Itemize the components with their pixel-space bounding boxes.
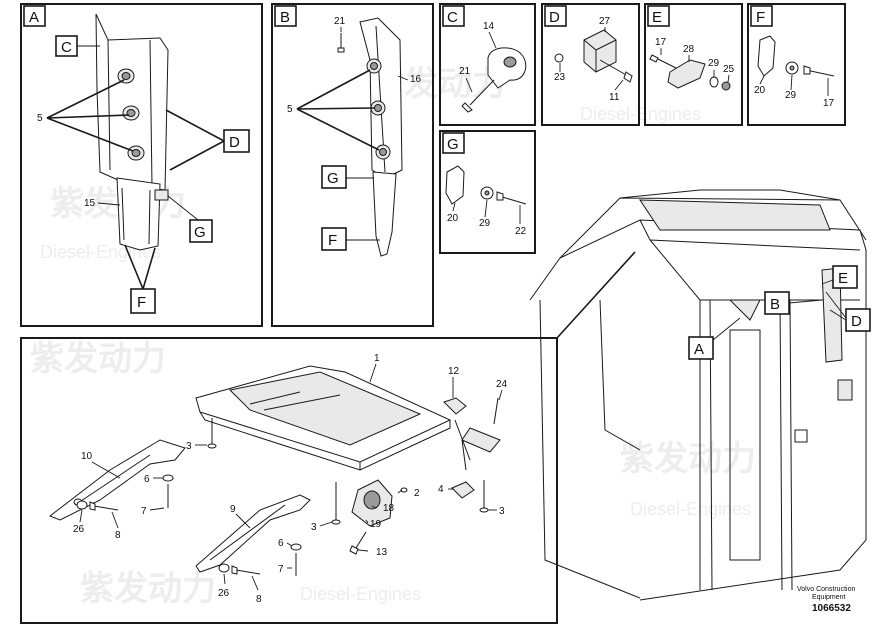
callout-label: 23 <box>554 72 566 83</box>
watermark-en: Diesel-Engines <box>300 584 421 604</box>
panel-b-label: B <box>280 9 290 26</box>
watermark-cn: 紫发动力 <box>80 570 216 608</box>
callout-label: 10 <box>81 451 93 462</box>
callout-label: 27 <box>599 16 611 27</box>
callout-label: F <box>137 294 146 311</box>
callout-label: 8 <box>115 530 121 541</box>
footer-brand-2: Equipment <box>812 594 846 601</box>
cab-callout-b: B <box>770 296 780 313</box>
roof-detail: 1 12 24 3 10 6 7 26 8 9 2 18 4 19 13 3 6… <box>20 337 558 624</box>
drawing-number: 1066532 <box>812 603 851 614</box>
panel-d-label: D <box>549 9 560 26</box>
callout-label: 25 <box>723 64 735 75</box>
trim-10 <box>48 439 186 521</box>
cab-frame: A B E D <box>529 189 871 601</box>
clip-20-f <box>757 35 776 77</box>
callout-label: 9 <box>230 504 236 515</box>
callout-label: 28 <box>683 44 695 55</box>
callout-label: 21 <box>334 16 346 27</box>
callout-label: 29 <box>708 58 720 69</box>
watermark-en: Diesel-Engines <box>580 104 701 124</box>
callout-label: 21 <box>459 66 471 77</box>
callout-label: 15 <box>84 198 96 209</box>
callout-label: 1 <box>374 353 380 364</box>
panel-f: F 20 29 17 <box>747 3 846 126</box>
callout-label: 3 <box>499 506 505 517</box>
panel-d: D 27 23 11 <box>541 3 640 126</box>
pillar-trim-a <box>95 13 169 191</box>
callout-label: 26 <box>73 524 85 535</box>
panel-g: G 20 29 22 <box>439 130 536 254</box>
callout-label: 17 <box>823 98 835 109</box>
panel-e-label: E <box>652 9 662 26</box>
watermark-cn: 紫发动力 <box>30 340 166 378</box>
callout-label: 8 <box>256 594 262 605</box>
panel-g-frame <box>439 130 536 254</box>
callout-label: 4 <box>438 484 444 495</box>
panel-c: C 14 21 <box>439 3 536 126</box>
roof-detail-frame <box>20 337 558 624</box>
panel-c-label: C <box>447 9 458 26</box>
watermark-cn: 紫发动力 <box>620 440 756 478</box>
cab-callout-e: E <box>838 270 848 287</box>
panel-b-frame <box>271 3 434 327</box>
callout-label: 6 <box>278 538 284 549</box>
callout-label: 3 <box>186 441 192 452</box>
callout-label: F <box>328 232 337 249</box>
callout-label: 19 <box>370 519 382 530</box>
panel-c-frame <box>439 3 536 126</box>
callout-label: 17 <box>655 37 667 48</box>
panel-e-frame <box>644 3 743 126</box>
callout-label: D <box>229 134 240 151</box>
block-27 <box>583 29 617 73</box>
callout-label: 29 <box>785 90 797 101</box>
callout-label: 6 <box>144 474 150 485</box>
panel-e: E 17 28 29 25 <box>644 3 743 126</box>
callout-label: 18 <box>383 503 395 514</box>
panel-g-label: G <box>447 136 459 153</box>
callout-label: 16 <box>410 74 422 85</box>
callout-label: 5 <box>287 104 293 115</box>
panel-b: B 21 16 5 G F <box>271 3 434 327</box>
panel-f-label: F <box>756 9 765 26</box>
callout-label: 7 <box>278 564 284 575</box>
panel-f-frame <box>747 3 846 126</box>
callout-label: 5 <box>37 113 43 124</box>
callout-label: 20 <box>447 213 459 224</box>
footer-brand: Volvo Construction <box>797 586 855 593</box>
clip-20-g <box>445 165 465 205</box>
panel-d-frame <box>541 3 640 126</box>
callout-label: 12 <box>448 366 460 377</box>
callout-label: 24 <box>496 379 508 390</box>
callout-label: 22 <box>515 226 527 237</box>
callout-label: 26 <box>218 588 230 599</box>
callout-label: C <box>61 39 72 56</box>
callout-label: 29 <box>479 218 491 229</box>
footer: Volvo Construction Equipment 1066532 <box>797 586 855 614</box>
callout-label: 7 <box>141 506 147 517</box>
callout-label: 20 <box>754 85 766 96</box>
watermark-en: Diesel-Engines <box>630 499 751 519</box>
cab-callout-d: D <box>851 313 862 330</box>
panel-a-frame <box>20 3 263 327</box>
callout-label: G <box>327 170 339 187</box>
callout-label: 3 <box>311 522 317 533</box>
panel-a-label: A <box>29 9 39 26</box>
bracket-28 <box>667 59 706 89</box>
clip-14 <box>487 47 527 89</box>
cab-callout-a: A <box>694 341 704 358</box>
callout-label: 2 <box>414 488 420 499</box>
callout-label: G <box>194 224 206 241</box>
callout-label: 14 <box>483 21 495 32</box>
panel-a: A C 5 D 15 G F <box>20 3 263 327</box>
trim-9 <box>195 494 311 573</box>
callout-label: 11 <box>609 92 620 103</box>
callout-label: 13 <box>376 547 388 558</box>
